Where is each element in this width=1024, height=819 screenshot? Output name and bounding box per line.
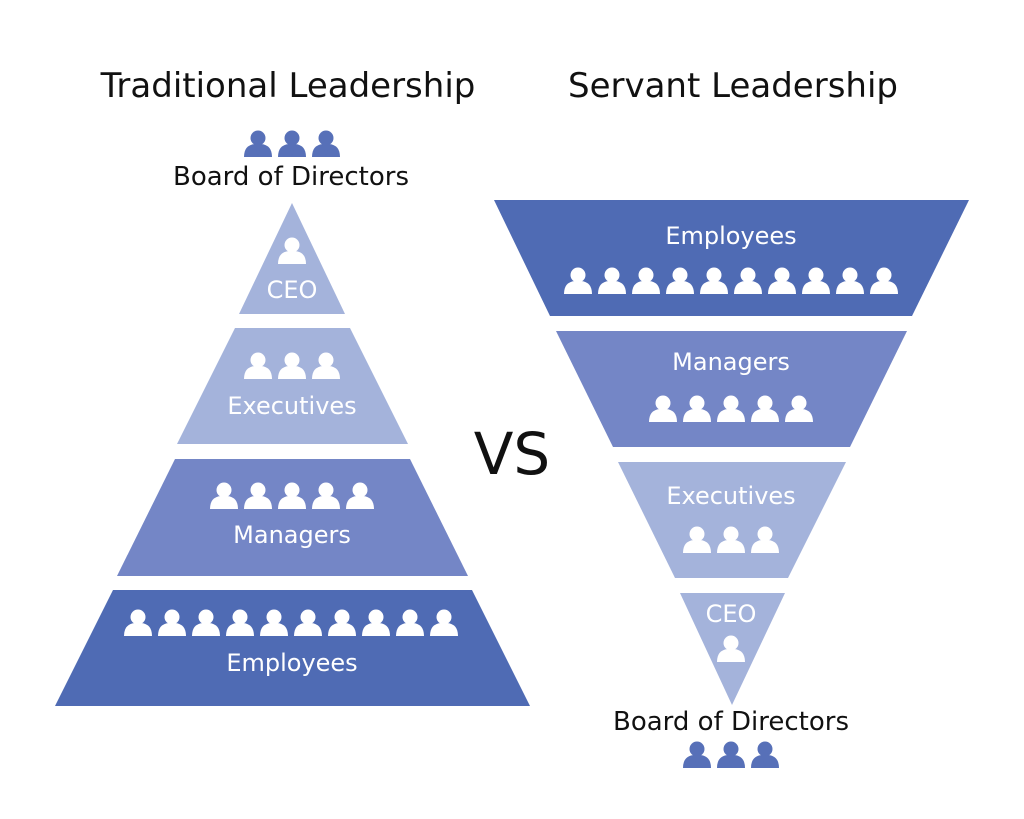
servant-board-label: Board of Directors	[613, 707, 849, 737]
servant-ceo-label: CEO	[705, 600, 757, 628]
traditional-executives-label: Executives	[227, 392, 357, 420]
traditional-executives-icons	[244, 352, 340, 379]
servant-title: Servant Leadership	[568, 66, 898, 106]
servant-managers-label: Managers	[672, 348, 790, 376]
servant-executives-icons	[683, 526, 779, 553]
traditional-employees-label: Employees	[226, 649, 358, 677]
traditional-employees-tier	[55, 590, 530, 706]
traditional-ceo-label: CEO	[266, 276, 318, 304]
traditional-executives-tier	[177, 328, 408, 444]
servant-executives-label: Executives	[666, 482, 796, 510]
servant-executives-tier	[618, 462, 846, 578]
traditional-managers-tier	[117, 459, 468, 576]
servant-employees-label: Employees	[665, 222, 797, 250]
vs-label: VS	[473, 420, 551, 488]
servant-board-icons	[683, 741, 779, 768]
servant-employees-tier	[494, 200, 969, 316]
traditional-title: Traditional Leadership	[100, 66, 476, 106]
traditional-board-icons	[244, 130, 340, 157]
traditional-board-label: Board of Directors	[173, 162, 409, 192]
traditional-managers-label: Managers	[233, 521, 351, 549]
servant-managers-tier	[556, 331, 907, 447]
